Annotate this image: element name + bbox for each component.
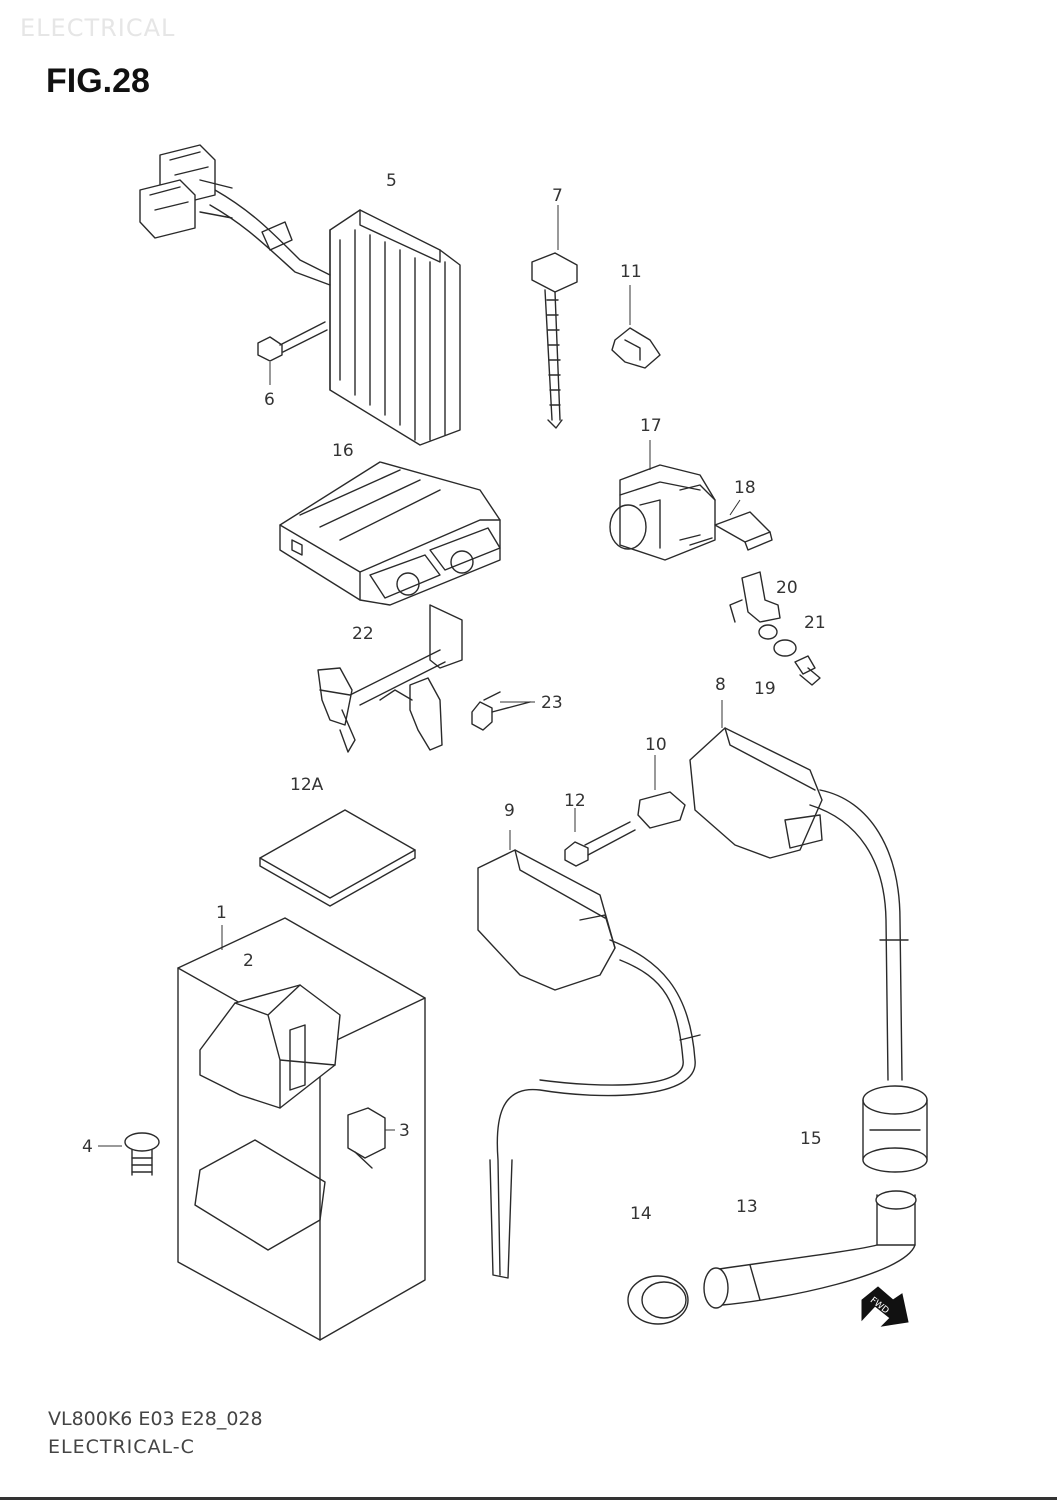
label-part-19: 19 xyxy=(754,679,776,699)
plate-18-drawing xyxy=(714,499,773,551)
section-header: ELECTRICAL xyxy=(20,14,176,42)
label-part-3: 3 xyxy=(399,1121,410,1141)
ignition-coil-9-drawing xyxy=(477,830,701,1279)
label-part-2: 2 xyxy=(243,951,254,971)
label-part-16: 16 xyxy=(332,441,354,461)
label-part-6: 6 xyxy=(264,390,275,410)
figure-title: FIG.28 xyxy=(46,62,150,100)
drawing-subtitle: ELECTRICAL-C xyxy=(48,1436,195,1458)
label-part-18: 18 xyxy=(734,478,756,498)
label-part-17: 17 xyxy=(640,416,662,436)
relay-17-drawing xyxy=(609,440,716,561)
bolt-19-drawing xyxy=(794,655,821,686)
bolt-6-drawing xyxy=(257,321,328,385)
cover-2-drawing xyxy=(199,984,341,1109)
ecm-unit-16-drawing xyxy=(279,461,501,606)
label-part-11: 11 xyxy=(620,262,642,282)
battery-1-drawing xyxy=(177,917,426,1341)
collar-10-drawing xyxy=(637,755,686,829)
plug-cap-15-drawing xyxy=(862,1085,928,1173)
label-part-12a: 12A xyxy=(290,775,324,795)
cable-tie-7-drawing xyxy=(531,205,578,429)
label-part-13: 13 xyxy=(736,1197,758,1217)
label-part-21: 21 xyxy=(804,613,826,633)
bolt-23-drawing xyxy=(471,691,535,731)
ignition-coil-8-drawing xyxy=(689,700,909,1081)
label-part-15: 15 xyxy=(800,1129,822,1149)
label-part-10: 10 xyxy=(645,735,667,755)
label-part-23: 23 xyxy=(541,693,563,713)
label-part-22: 22 xyxy=(352,624,374,644)
clip-3-drawing xyxy=(347,1107,395,1169)
bracket-22-drawing xyxy=(317,604,463,753)
pad-12a-drawing xyxy=(259,809,416,907)
label-part-5: 5 xyxy=(386,171,397,191)
label-part-8: 8 xyxy=(715,675,726,695)
label-part-4: 4 xyxy=(82,1137,93,1157)
bottom-border xyxy=(0,1497,1057,1500)
drawing-code: VL800K6 E03 E28_028 xyxy=(48,1408,263,1430)
collar-21-drawing xyxy=(758,624,797,657)
ring-14-drawing xyxy=(627,1275,689,1325)
label-part-14: 14 xyxy=(630,1204,652,1224)
label-part-9: 9 xyxy=(504,801,515,821)
bolt-4-drawing xyxy=(98,1132,160,1176)
clamp-11-drawing xyxy=(611,285,661,369)
label-part-20: 20 xyxy=(776,578,798,598)
hose-13-drawing xyxy=(703,1190,917,1309)
bracket-20-drawing xyxy=(729,571,781,623)
label-part-7: 7 xyxy=(552,186,563,206)
bolt-12-drawing xyxy=(564,808,636,867)
regulator-rectifier-drawing xyxy=(139,144,461,446)
label-part-1: 1 xyxy=(216,903,227,923)
forward-arrow-badge: FWD xyxy=(861,1286,909,1327)
label-part-12: 12 xyxy=(564,791,586,811)
